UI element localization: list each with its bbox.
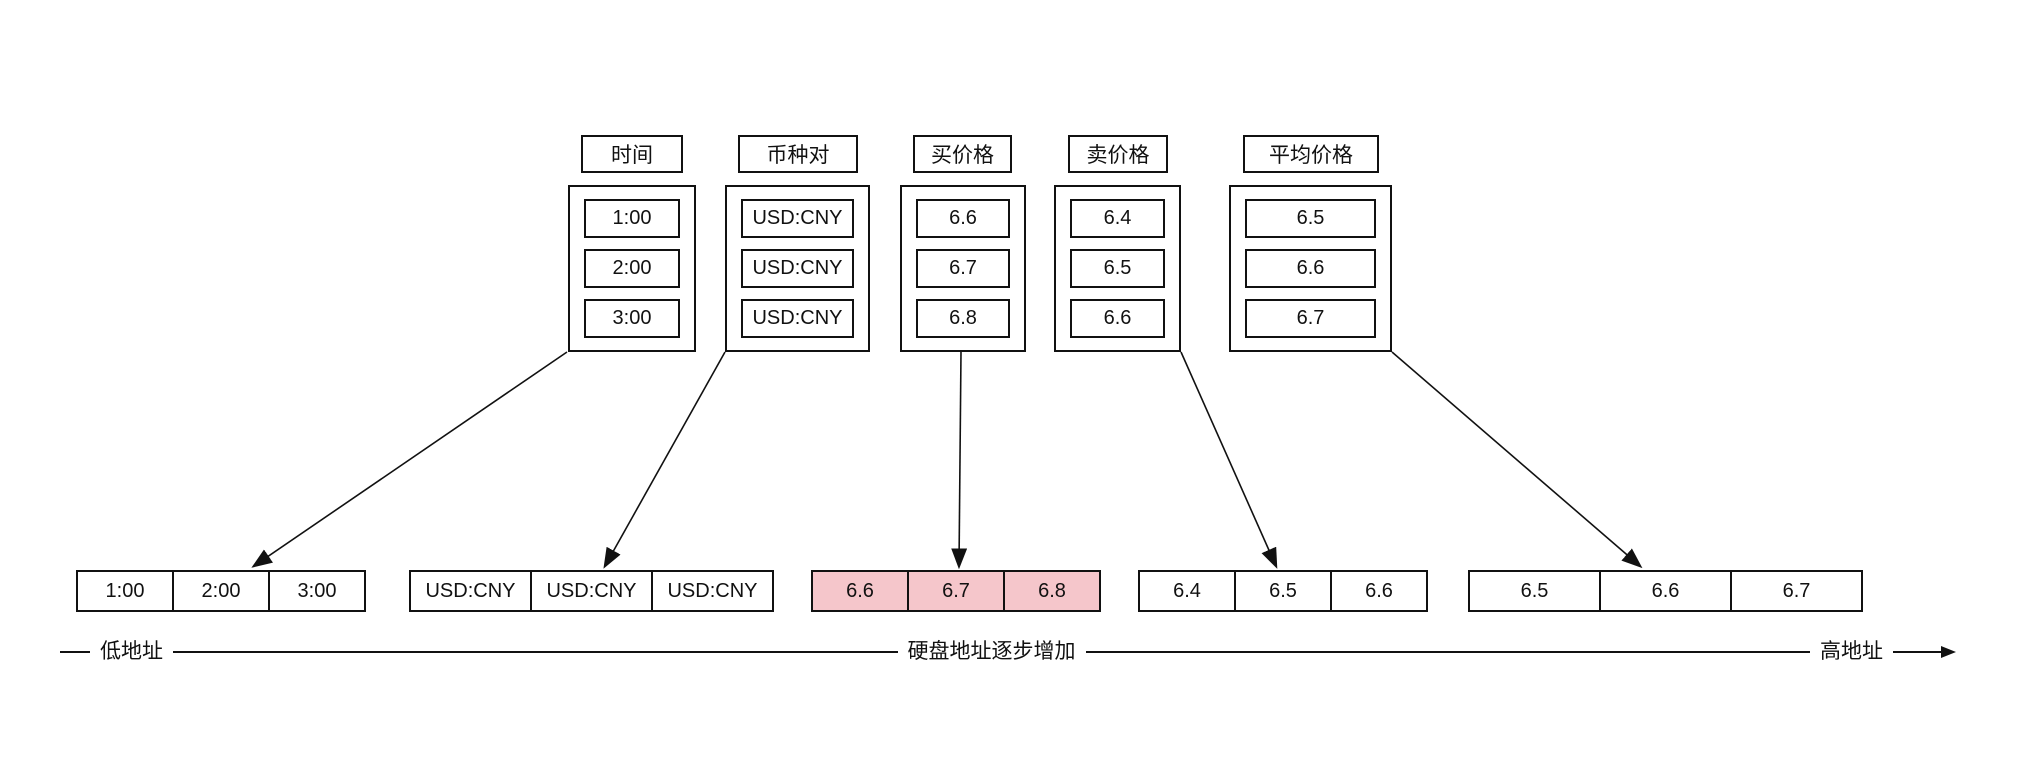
disk-group-avg-price: 6.5 6.6 6.7 (1468, 570, 1863, 612)
axis-label-address-increases: 硬盘地址逐步增加 (907, 640, 1076, 663)
disk-group-buy-price-highlighted: 6.6 6.7 6.8 (811, 570, 1101, 612)
disk-cell-highlighted: 6.7 (907, 570, 1005, 612)
disk-cell: USD:CNY (651, 570, 774, 612)
column-cell: 6.6 (916, 199, 1010, 238)
axis-line-segment (1893, 651, 1941, 653)
disk-cell: 1:00 (76, 570, 174, 612)
disk-cell: 2:00 (172, 570, 270, 612)
column-cell: 6.7 (916, 249, 1010, 288)
column-cell: 3:00 (584, 299, 680, 338)
disk-cell: 6.6 (1330, 570, 1428, 612)
arrow-avg-price (1391, 351, 1643, 569)
disk-cell: 6.4 (1138, 570, 1236, 612)
column-cell: 6.6 (1245, 249, 1376, 288)
arrow-sell-price (1180, 351, 1278, 569)
address-axis: 低地址 硬盘地址逐步增加 高地址 (60, 638, 1956, 666)
column-cell: 6.5 (1070, 249, 1165, 288)
column-header-time: 时间 (581, 135, 683, 173)
column-cell: 6.6 (1070, 299, 1165, 338)
arrow-time (251, 351, 568, 568)
column-box-avg-price: 6.5 6.6 6.7 (1229, 185, 1392, 352)
column-cell: USD:CNY (741, 299, 854, 338)
column-cell: 6.8 (916, 299, 1010, 338)
column-cell: 6.7 (1245, 299, 1376, 338)
column-header-sell-price: 卖价格 (1068, 135, 1168, 173)
column-cell: 6.4 (1070, 199, 1165, 238)
disk-cell: 6.5 (1468, 570, 1601, 612)
column-cell: 6.5 (1245, 199, 1376, 238)
disk-group-time: 1:00 2:00 3:00 (76, 570, 366, 612)
axis-line-segment (60, 651, 90, 653)
disk-group-currency-pair: USD:CNY USD:CNY USD:CNY (409, 570, 774, 612)
axis-label-low-address: 低地址 (100, 640, 163, 663)
arrow-buy-price (951, 351, 968, 570)
disk-cell: 3:00 (268, 570, 366, 612)
disk-group-sell-price: 6.4 6.5 6.6 (1138, 570, 1428, 612)
axis-line-segment (173, 651, 898, 653)
column-header-buy-price: 买价格 (913, 135, 1012, 173)
column-header-avg-price: 平均价格 (1243, 135, 1379, 173)
column-header-currency-pair: 币种对 (738, 135, 858, 173)
right-arrow-head-icon (1941, 646, 1956, 658)
column-cell: 2:00 (584, 249, 680, 288)
arrow-currency-pair (603, 351, 726, 569)
column-cell: 1:00 (584, 199, 680, 238)
column-cell: USD:CNY (741, 199, 854, 238)
disk-cell-highlighted: 6.8 (1003, 570, 1101, 612)
disk-cell: USD:CNY (530, 570, 653, 612)
disk-cell: USD:CNY (409, 570, 532, 612)
column-cell: USD:CNY (741, 249, 854, 288)
disk-cell: 6.6 (1599, 570, 1732, 612)
axis-label-high-address: 高地址 (1820, 640, 1883, 663)
column-box-currency-pair: USD:CNY USD:CNY USD:CNY (725, 185, 870, 352)
column-box-time: 1:00 2:00 3:00 (568, 185, 696, 352)
column-box-buy-price: 6.6 6.7 6.8 (900, 185, 1026, 352)
axis-line-segment (1085, 651, 1810, 653)
disk-cell: 6.7 (1730, 570, 1863, 612)
column-box-sell-price: 6.4 6.5 6.6 (1054, 185, 1181, 352)
disk-cell-highlighted: 6.6 (811, 570, 909, 612)
disk-cell: 6.5 (1234, 570, 1332, 612)
